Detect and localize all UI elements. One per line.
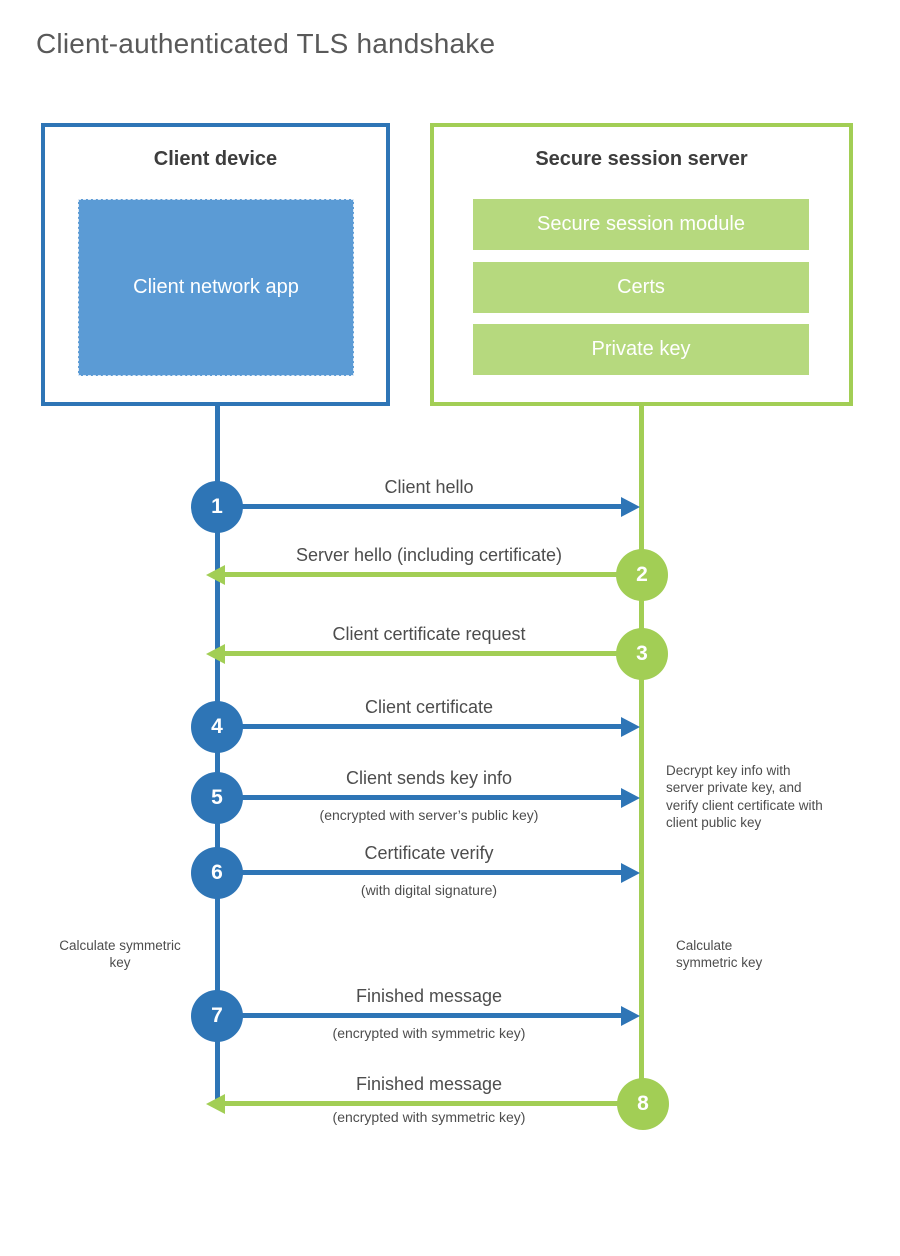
step-8-badge: 8 [617, 1078, 669, 1130]
server-module-label: Certs [617, 276, 665, 298]
step-number: 6 [211, 861, 223, 884]
step-7-arrowhead-icon [621, 1006, 640, 1026]
server-lifeline [639, 406, 644, 1104]
step-7-sublabel: (encrypted with symmetric key) [332, 1025, 526, 1041]
step-number: 1 [211, 495, 223, 518]
step-8-arrowhead-icon [206, 1094, 225, 1114]
step-5-arrowhead-icon [621, 788, 640, 808]
calculate-symmetric-key-left: Calculate symmetric key [59, 938, 181, 971]
calculate-symmetric-key-right: Calculate symmetric key [676, 938, 763, 971]
client-network-app-box: Client network app [78, 199, 354, 376]
step-8-arrow [224, 1101, 618, 1106]
step-6-arrowhead-icon [621, 863, 640, 883]
step-6-arrow [240, 870, 622, 875]
step-4-label: Client certificate [364, 697, 494, 717]
step-number: 3 [636, 642, 648, 665]
step-3-arrowhead-icon [206, 644, 225, 664]
step-7-badge: 7 [191, 990, 243, 1042]
step-number: 2 [636, 563, 648, 586]
step-2-arrow [224, 572, 618, 577]
step-1-badge: 1 [191, 481, 243, 533]
step-5-label: Client sends key info [345, 768, 513, 788]
step-5-badge: 5 [191, 772, 243, 824]
server-module-label: Private key [591, 338, 691, 360]
step-3-arrow [224, 651, 618, 656]
step-number: 7 [211, 1004, 223, 1027]
client-network-app-label: Client network app [133, 276, 299, 298]
client-device-heading: Client device [153, 148, 278, 170]
step-number: 8 [637, 1092, 649, 1115]
step-3-badge: 3 [616, 628, 668, 680]
server-module-secure-session: Secure session module [473, 199, 809, 250]
server-module-label: Secure session module [537, 213, 745, 235]
step-1-arrow [240, 504, 622, 509]
server-heading: Secure session server [535, 148, 748, 170]
decrypt-note: Decrypt key info with server private key… [666, 763, 823, 830]
step-1-arrowhead-icon [621, 497, 640, 517]
server-module-private-key: Private key [473, 324, 809, 375]
step-5-arrow [240, 795, 622, 800]
step-7-arrow [240, 1013, 622, 1018]
step-6-badge: 6 [191, 847, 243, 899]
step-2-label: Server hello (including certificate) [295, 545, 563, 565]
step-8-sublabel: (encrypted with symmetric key) [332, 1109, 526, 1125]
step-number: 5 [211, 786, 223, 809]
step-5-sublabel: (encrypted with server’s public key) [319, 807, 539, 823]
step-4-badge: 4 [191, 701, 243, 753]
diagram-title: Client-authenticated TLS handshake [36, 28, 496, 59]
step-number: 4 [211, 715, 223, 738]
step-6-sublabel: (with digital signature) [360, 882, 498, 898]
server-module-certs: Certs [473, 262, 809, 313]
step-4-arrowhead-icon [621, 717, 640, 737]
client-lifeline [215, 405, 220, 1107]
step-6-label: Certificate verify [364, 843, 494, 863]
step-7-label: Finished message [355, 986, 503, 1006]
step-2-arrowhead-icon [206, 565, 225, 585]
step-1-label: Client hello [384, 477, 474, 497]
step-8-label: Finished message [355, 1074, 503, 1094]
step-4-arrow [240, 724, 622, 729]
step-2-badge: 2 [616, 549, 668, 601]
step-3-label: Client certificate request [332, 624, 526, 644]
